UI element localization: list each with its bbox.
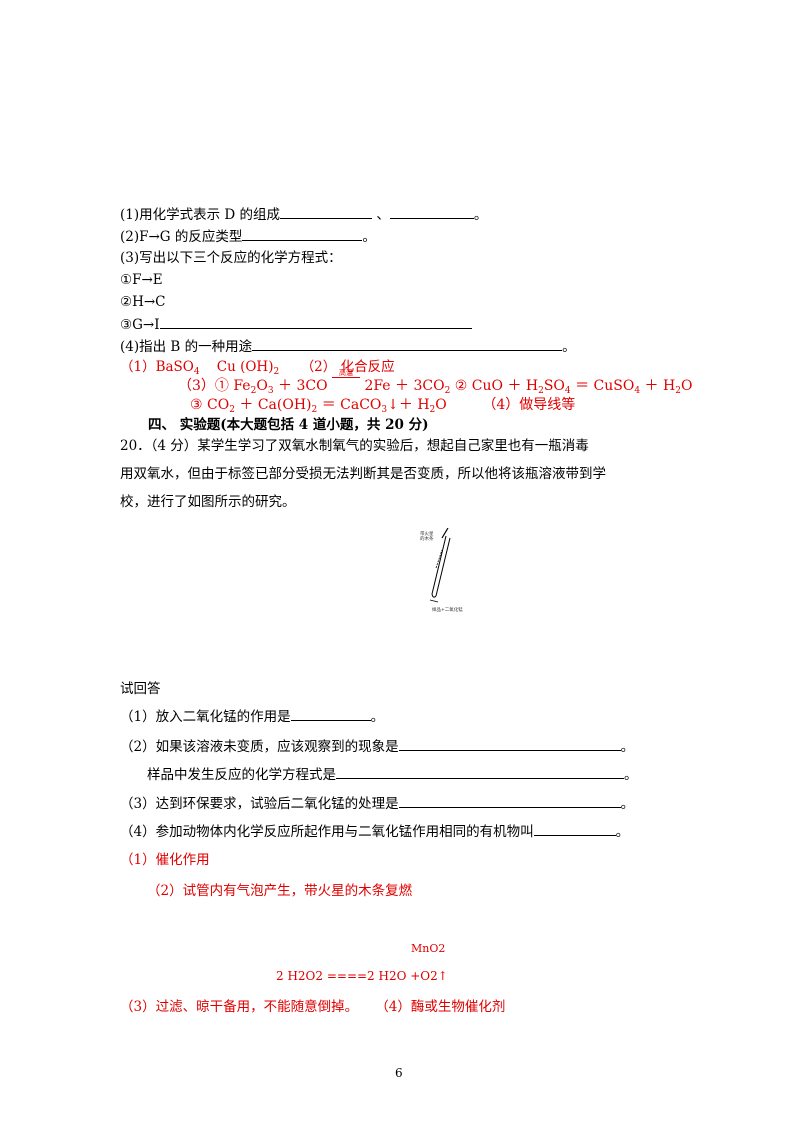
answer-blank[interactable] xyxy=(398,737,621,751)
question-4: (4)指出 B 的一种用途。 xyxy=(120,337,576,355)
question-3: (3)写出以下三个反应的化学方程式： xyxy=(120,250,342,266)
answer-3-line2: ③ CO2 ＋ Ca(OH)2 ＝ CaCO3↓＋ H2O （4）做导线等 xyxy=(190,397,576,415)
answer-blank[interactable] xyxy=(159,315,472,329)
reaction-equation: 2 H2O2 ====2 H2O +O2↑ xyxy=(276,969,448,983)
test-tube-diagram xyxy=(429,528,451,603)
question-3b: ②H→C xyxy=(120,294,166,310)
answer-2-1: （1）催化作用 xyxy=(120,852,210,868)
catalyst-label: MnO2 xyxy=(411,942,446,955)
answer-blank[interactable] xyxy=(398,794,621,808)
question-3c: ③G→I xyxy=(120,315,472,334)
answer-3-line1: （3）① Fe2O3 ＋ 3CO 高温 2Fe ＋ 3CO2 ② CuO ＋ H… xyxy=(178,369,693,396)
figure-label-sample: 样品+二氧化锰 xyxy=(432,608,463,613)
answer-blank[interactable] xyxy=(280,205,373,219)
answer-1-2: （1）BaSO4 Cu (OH)2 （2） 化合反应 xyxy=(120,359,395,377)
subquestion-2: （2）如果该溶液未变质，应该观察到的现象是。 xyxy=(120,737,635,755)
answer-2-2: （2）试管内有气泡产生，带火星的木条复燃 xyxy=(147,883,413,899)
answer-blank[interactable] xyxy=(252,337,563,351)
page-number: 6 xyxy=(395,1066,403,1080)
figure-label-splint: 带火星的木条 xyxy=(420,532,434,542)
answer-blank[interactable] xyxy=(336,765,624,779)
q20-line3: 校，进行了如图所示的研究。 xyxy=(120,494,296,510)
answer-blank[interactable] xyxy=(242,227,363,241)
question-3a: ①F→E xyxy=(120,272,163,288)
answer-2-3-4: （3）过滤、晾干备用，不能随意倒掉。 （4）酶或生物催化剂 xyxy=(120,999,506,1015)
section-title: 四、 实验题(本大题包括 4 道小题，共 20 分) xyxy=(148,417,429,433)
subquestion-3: （3）达到环保要求，试验后二氧化锰的处理是。 xyxy=(120,794,635,812)
subquestion-2b: 样品中发生反应的化学方程式是。 xyxy=(147,765,638,783)
experiment-figure: 带火星的木条 样品+二氧化锰 xyxy=(418,528,468,620)
subquestion-1: （1）放入二氧化锰的作用是。 xyxy=(120,707,385,725)
prompt: 试回答 xyxy=(120,681,161,697)
subquestion-4: （4）参加动物体内化学反应所起作用与二氧化锰作用相同的有机物叫。 xyxy=(120,822,630,840)
answer-blank[interactable] xyxy=(533,822,616,836)
answer-blank[interactable] xyxy=(389,205,474,219)
question-2: (2)F→G 的反应类型。 xyxy=(120,227,376,245)
question-1: (1)用化学式表示 D 的组成 、。 xyxy=(120,205,488,223)
q20-line2: 用双氧水，但由于标签已部分受损无法判断其是否变质，所以他将该瓶溶液带到学 xyxy=(120,466,606,482)
answer-blank[interactable] xyxy=(290,707,371,721)
q20-line1: 20．（4 分）某学生学习了双氧水制氧气的实验后，想起自己家里也有一瓶消毒 xyxy=(120,438,589,454)
